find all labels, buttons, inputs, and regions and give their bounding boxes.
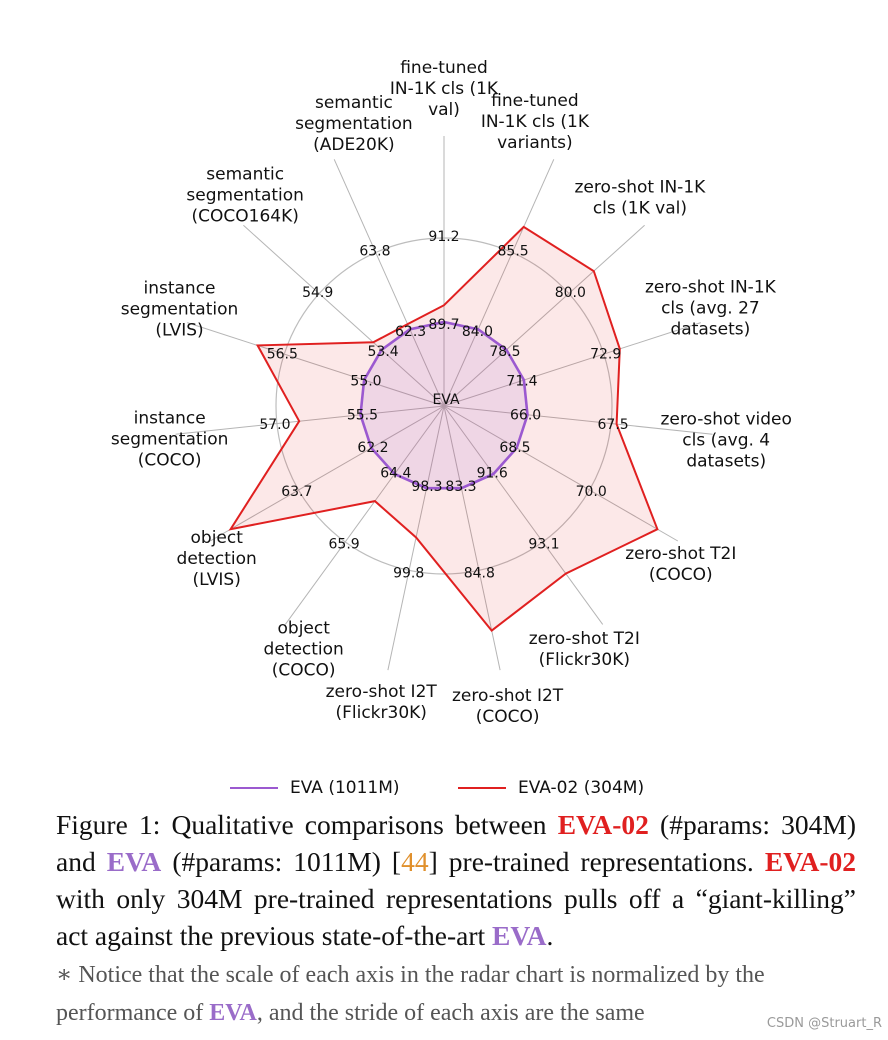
radar-series bbox=[228, 225, 659, 632]
axis-tick-label: 84.0 bbox=[462, 324, 493, 340]
radar-axis-line bbox=[443, 405, 713, 435]
radar-axis-line bbox=[333, 159, 445, 407]
legend-swatch-eva bbox=[230, 787, 278, 789]
legend-item-eva: EVA (1011M) bbox=[230, 778, 400, 798]
axis-tick-label: 85.5 bbox=[498, 244, 529, 260]
radar-axis-line bbox=[187, 322, 445, 407]
axis-tick-label: 80.0 bbox=[555, 285, 586, 301]
radar-grid bbox=[175, 136, 713, 671]
radar-axis-line bbox=[443, 405, 501, 671]
legend-label-eva02: EVA-02 (304M) bbox=[518, 778, 645, 798]
axis-tick-label: 65.9 bbox=[329, 537, 360, 553]
axis-tick-label: 72.9 bbox=[590, 347, 621, 363]
chart-legend: EVA (1011M) EVA-02 (304M) bbox=[0, 776, 888, 806]
note-text: , and the stride of each axis are the sa… bbox=[256, 1000, 645, 1026]
axis-tick-label: 64.4 bbox=[380, 465, 411, 481]
caption-text: Figure 1: Qualitative comparisons betwee… bbox=[56, 809, 558, 840]
caption-note: ∗ Notice that the scale of each axis in … bbox=[56, 956, 856, 1032]
note-text: ∗ Notice that the scale of each axis in … bbox=[56, 962, 765, 1026]
caption-text: . bbox=[546, 920, 554, 951]
radar-labels: 89.7 91.2 84.0 85.5 78.5 80.0 71.4 72.9 66.0 67.5… bbox=[111, 58, 792, 727]
series-eva02-polygon bbox=[228, 225, 659, 632]
caption-text: with only 304M pre-trained representatio… bbox=[56, 883, 856, 951]
axis-tick-label: 54.9 bbox=[302, 285, 333, 301]
axis-tick-label: 55.0 bbox=[350, 374, 381, 390]
axis-label: zero-shot I2T(COCO) bbox=[452, 686, 564, 727]
axis-tick-label: 53.4 bbox=[368, 344, 399, 360]
axis-tick-label: 78.5 bbox=[489, 344, 520, 360]
note-eva: EVA bbox=[209, 1000, 257, 1026]
radar-axis-line bbox=[443, 405, 604, 625]
radar-axis-line bbox=[443, 159, 555, 407]
axis-tick-label: 63.8 bbox=[359, 244, 390, 260]
axis-tick-label: 71.4 bbox=[506, 374, 537, 390]
series-eva-polygon bbox=[359, 320, 529, 490]
watermark: CSDN @Struart_R bbox=[766, 1016, 882, 1031]
legend-label-eva: EVA (1011M) bbox=[290, 778, 400, 798]
radar-axis-line bbox=[443, 405, 679, 542]
axis-label: zero-shot T2I(Flickr30K) bbox=[529, 629, 640, 670]
axis-tick-label: 56.5 bbox=[267, 347, 298, 363]
legend-swatch-eva02 bbox=[458, 787, 506, 789]
caption-eva: EVA bbox=[106, 846, 162, 877]
radar-axis-line bbox=[209, 405, 445, 542]
axis-tick-label: 89.7 bbox=[428, 317, 459, 333]
radar-axis-line bbox=[243, 224, 445, 407]
axis-tick-label: 70.0 bbox=[576, 484, 607, 500]
axis-tick-label: 99.8 bbox=[393, 565, 424, 581]
axis-tick-label: 62.3 bbox=[395, 324, 426, 340]
axis-tick-label: 98.3 bbox=[411, 479, 442, 495]
axis-tick-label: 55.5 bbox=[347, 408, 378, 424]
caption-eva02: EVA-02 bbox=[557, 809, 649, 840]
axis-tick-label: 93.1 bbox=[528, 537, 559, 553]
radar-axis-line bbox=[175, 405, 445, 435]
axis-label: zero-shot I2T(Flickr30K) bbox=[326, 682, 438, 723]
axis-tick-label: 91.6 bbox=[477, 465, 508, 481]
axis-tick-label: 67.5 bbox=[598, 417, 629, 433]
caption-text: (#params: 1011M) [ bbox=[161, 846, 402, 877]
radar-center-label: EVA bbox=[432, 392, 460, 408]
caption-eva: EVA bbox=[492, 920, 547, 951]
axis-tick-label: 84.8 bbox=[464, 565, 495, 581]
axis-tick-label: 57.0 bbox=[259, 417, 290, 433]
axis-tick-label: 66.0 bbox=[510, 408, 541, 424]
axis-tick-label: 83.3 bbox=[445, 479, 476, 495]
caption-text: (#params: 304M) and bbox=[56, 809, 856, 877]
radar-axis-line bbox=[284, 405, 445, 625]
axis-tick-label: 62.2 bbox=[357, 440, 388, 456]
caption-citation-link[interactable]: 44 bbox=[401, 846, 429, 877]
figure-caption: Figure 1: Qualitative comparisons betwee… bbox=[56, 806, 856, 954]
caption-text: ] pre-trained representations. bbox=[428, 846, 765, 877]
caption-eva02: EVA-02 bbox=[764, 846, 856, 877]
axis-tick-label: 91.2 bbox=[428, 229, 459, 245]
axis-label: zero-shot T2I(COCO) bbox=[625, 544, 736, 585]
axis-tick-label: 63.7 bbox=[281, 484, 312, 500]
radar-chart: 89.7 91.2 84.0 85.5 78.5 80.0 71.4 72.9 66.0 67.5… bbox=[111, 58, 792, 727]
radar-axis-line bbox=[443, 224, 645, 407]
radar-axis-line bbox=[443, 322, 701, 407]
legend-item-eva02: EVA-02 (304M) bbox=[458, 778, 644, 798]
axis-tick-label: 68.5 bbox=[499, 440, 530, 456]
